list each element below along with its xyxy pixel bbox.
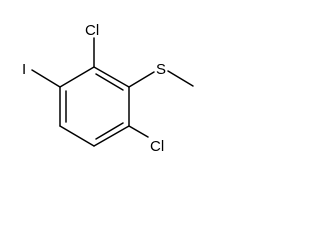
iodine-label: I (22, 61, 26, 78)
inner-double-bond-c3-c4 (95, 122, 124, 140)
bond-c3-chlorine-bottom (128, 125, 149, 138)
sulfur-label: S (156, 61, 166, 78)
inner-double-bond-c1-c2 (95, 73, 124, 91)
chemical-structure-diagram: Cl I S Cl (22, 22, 194, 155)
chlorine-label-top: Cl (85, 22, 99, 39)
chlorine-label-bottom: Cl (150, 138, 164, 155)
bond-c6-iodine (31, 69, 61, 88)
substituent-bonds (31, 37, 194, 138)
bond-c2-sulfur (128, 71, 155, 88)
bond-sulfur-methyl (167, 70, 194, 87)
benzene-ring (59, 66, 130, 147)
ring-bond-c4-c5 (59, 125, 95, 147)
structure-canvas: Cl I S Cl (0, 0, 214, 170)
ring-bond-c3-c4 (93, 125, 130, 147)
ring-bond-c6-c1 (59, 66, 95, 88)
ring-bond-c1-c2 (93, 66, 130, 88)
